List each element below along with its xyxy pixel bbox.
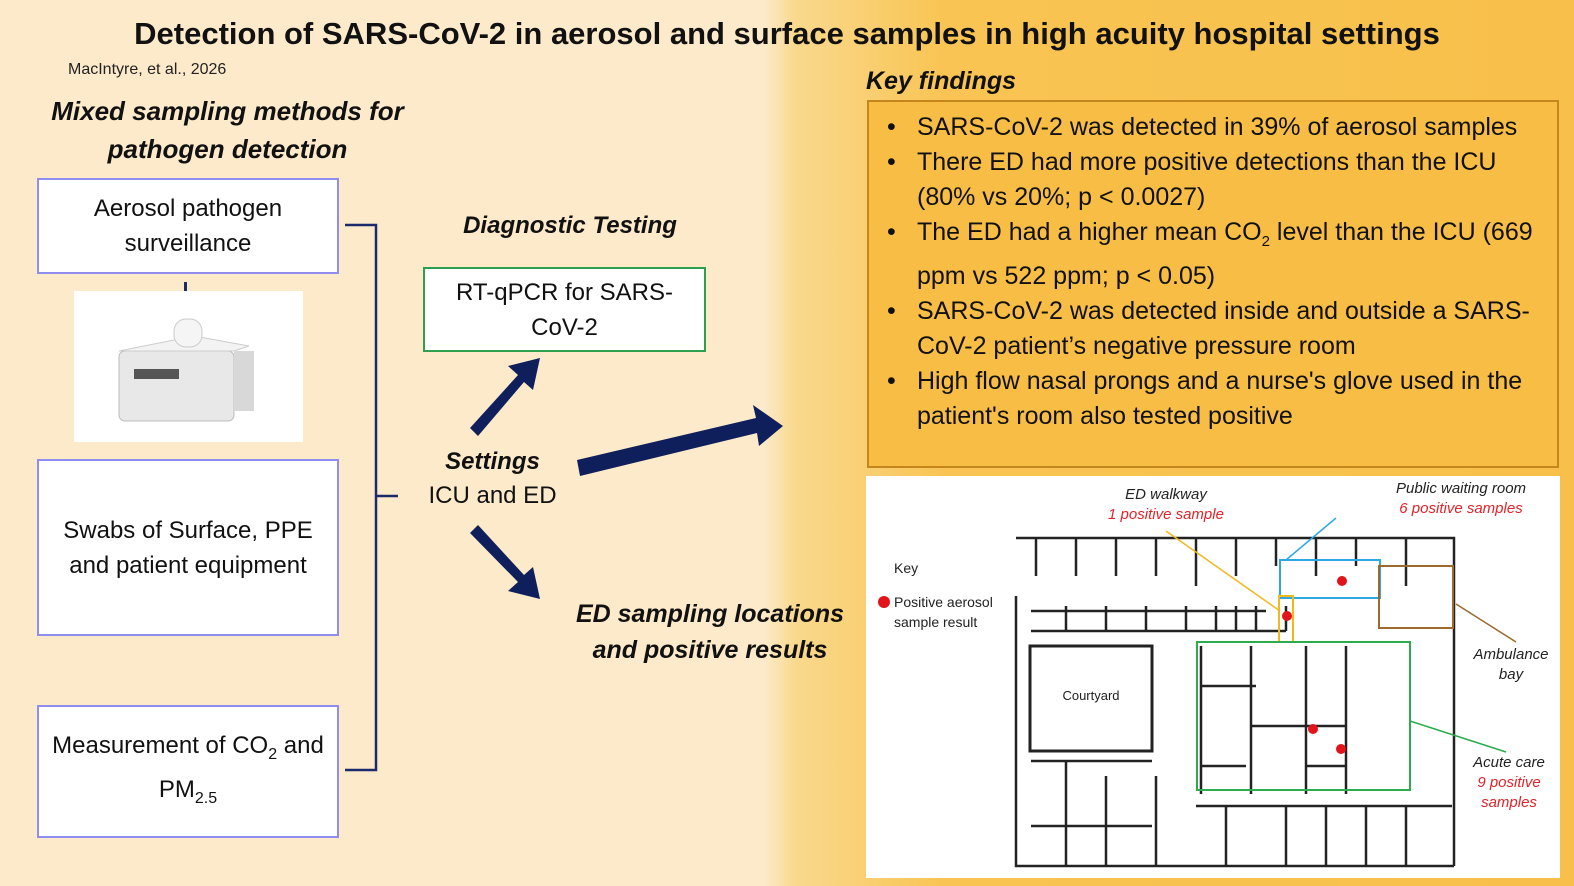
rtqpcr-label: RT-qPCR for SARS-CoV-2 <box>456 278 673 341</box>
arrow-up-icon <box>470 358 540 436</box>
air-sampler-image <box>74 291 303 442</box>
methods-heading-line1: Mixed sampling methods for <box>51 96 404 126</box>
citation: MacIntyre, et al., 2026 <box>68 61 227 78</box>
finding-item: SARS-CoV-2 was detected inside and outsi… <box>879 294 1547 364</box>
finding-item: High flow nasal prongs and a nurse's glo… <box>879 364 1547 434</box>
methods-heading: Mixed sampling methods for pathogen dete… <box>30 92 425 168</box>
positive-marker-icon <box>1336 744 1346 754</box>
arrow-down-icon <box>470 525 540 599</box>
co2-pm-label: Measurement of CO2 and PM2.5 <box>52 731 324 807</box>
positive-marker-icon <box>1282 611 1292 621</box>
finding-item: SARS-CoV-2 was detected in 39% of aeroso… <box>879 110 1547 145</box>
swabs-box: Swabs of Surface, PPE and patient equipm… <box>37 459 339 636</box>
rtqpcr-box: RT-qPCR for SARS-CoV-2 <box>423 267 706 352</box>
ed-floor-plan: Key Positive aerosol sample result Court… <box>866 476 1560 878</box>
key-findings-heading: Key findings <box>866 67 1017 95</box>
aerosol-surveillance-box: Aerosol pathogen surveillance <box>37 178 339 274</box>
air-sampler-icon <box>118 318 254 422</box>
aerosol-surveillance-label: Aerosol pathogen surveillance <box>93 195 283 257</box>
bracket <box>345 223 398 772</box>
finding-item: There ED had more positive detections th… <box>879 145 1547 215</box>
positive-markers <box>878 576 1347 754</box>
floor-plan-drawing <box>878 517 1517 868</box>
ambulance-bay-label: Ambulance bay <box>1473 646 1549 683</box>
settings-heading: Settings <box>445 448 540 475</box>
key-marker-icon <box>878 596 890 608</box>
key-title: Key <box>894 560 919 576</box>
co2-pm-box: Measurement of CO2 and PM2.5 <box>37 705 339 838</box>
key-findings-box: SARS-CoV-2 was detected in 39% of aeroso… <box>867 100 1559 468</box>
diagnostic-heading: Diagnostic Testing <box>463 212 677 239</box>
positive-marker-icon <box>1308 724 1318 734</box>
swabs-label: Swabs of Surface, PPE and patient equipm… <box>63 516 313 579</box>
settings-block: Settings ICU and ED <box>405 444 580 512</box>
settings-value: ICU and ED <box>428 482 557 509</box>
arrow-right-icon <box>577 405 783 476</box>
positive-marker-icon <box>1337 576 1347 586</box>
methods-heading-line2: pathogen detection <box>107 134 348 164</box>
page-title: Detection of SARS-CoV-2 in aerosol and s… <box>134 16 1440 51</box>
key-label: Positive aerosol sample result <box>894 594 993 630</box>
courtyard-label: Courtyard <box>1062 688 1120 703</box>
finding-item: The ED had a higher mean CO2 level than … <box>879 215 1547 294</box>
